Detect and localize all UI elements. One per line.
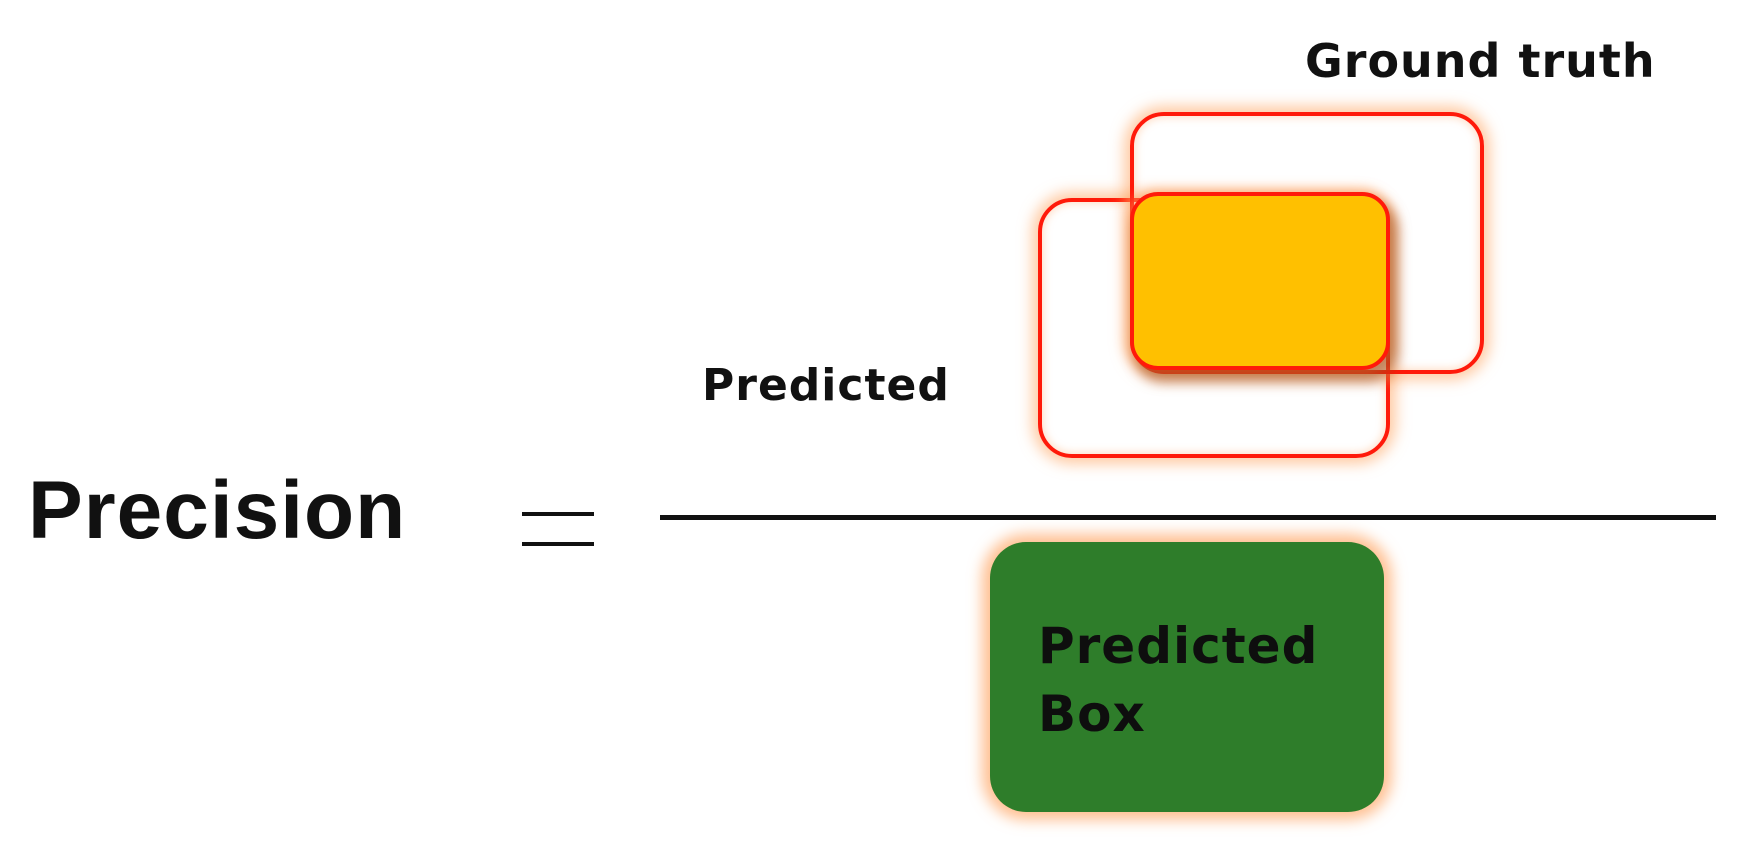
predicted-box-label-line1: Predicted (1038, 617, 1319, 675)
predicted-label: Predicted (702, 360, 950, 411)
equals-sign (522, 512, 594, 546)
fraction-bar (660, 515, 1716, 520)
predicted-box-label-line2: Box (1038, 685, 1146, 743)
predicted-box-denominator: Predicted Box (990, 542, 1384, 812)
predicted-box-label: Predicted Box (1038, 612, 1318, 748)
precision-label: Precision (28, 465, 407, 556)
intersection-area (1130, 192, 1390, 370)
ground-truth-label: Ground truth (1305, 34, 1656, 88)
